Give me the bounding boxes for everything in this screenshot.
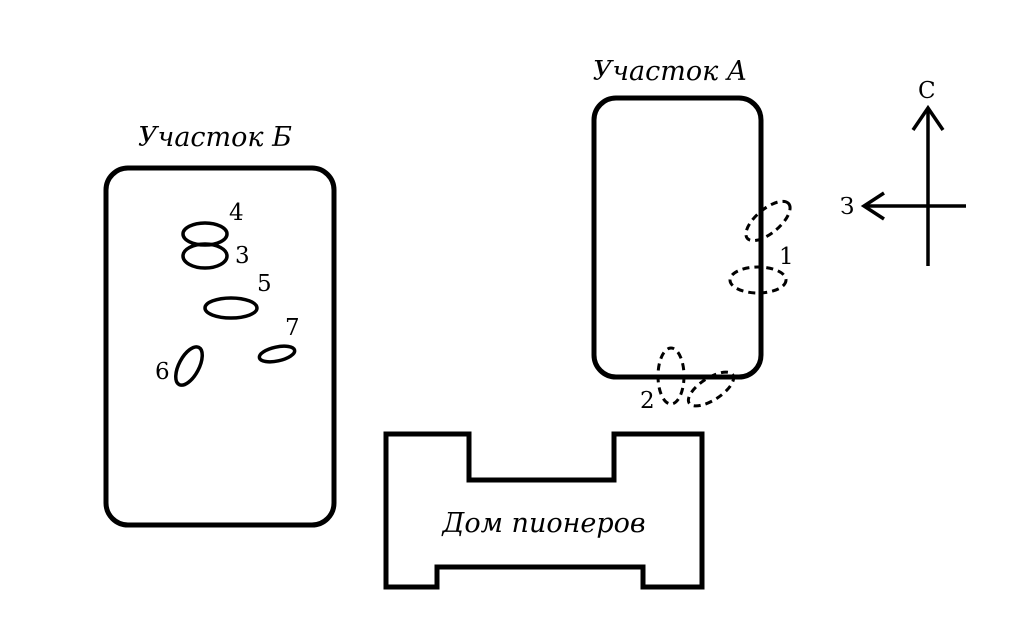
spot-1-label: 1 [779,244,794,270]
west-arrowhead-icon [860,191,885,221]
spot-6-label: 6 [155,359,170,385]
spot-2-lower-ellipse [686,370,736,408]
spot-2-upper-ellipse [656,346,686,406]
pioneers-house: Дом пионеров [383,431,705,590]
building-outline [383,431,705,590]
spot-5-label: 5 [257,271,272,297]
spot-5-ellipse [203,296,259,320]
north-arrowhead-icon [911,104,945,131]
building-label: Дом пионеров [441,508,645,539]
spot-1-upper-ellipse [744,199,792,243]
plot-a-label: Участок А [593,56,748,87]
plot-b: Участок Б 4 3 5 7 6 [103,122,337,528]
spot-4-label: 4 [229,200,244,226]
north-label: С [918,78,936,104]
compass-rose: С З [840,78,966,266]
spot-2-label: 2 [640,388,655,414]
west-label: З [840,194,854,220]
spot-7-label: 7 [285,315,300,341]
spot-3-label: 3 [235,243,250,269]
spot-3-ellipse [181,242,229,270]
plot-b-label: Участок Б [138,122,292,153]
plot-a: Участок А 1 2 [591,56,794,414]
plot-b-outline [103,165,337,528]
spot-7-ellipse [257,344,297,364]
spot-4-ellipse [181,221,229,247]
spot-6-ellipse [174,345,204,387]
spot-1-lower-ellipse [728,265,788,295]
plot-a-outline [591,95,764,380]
